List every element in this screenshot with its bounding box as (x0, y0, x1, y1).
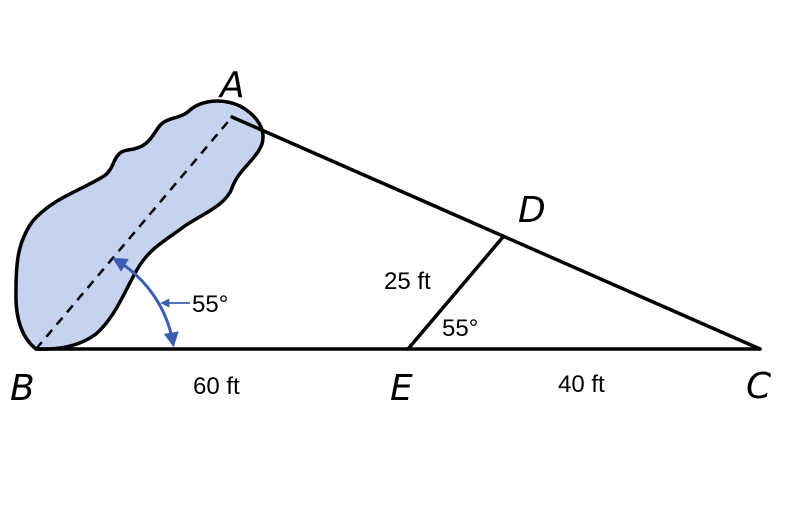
length-label-de: 25 ft (384, 268, 431, 295)
vertex-label-e: E (390, 368, 413, 409)
vertex-label-c: C (746, 366, 772, 407)
length-label-be: 60 ft (193, 373, 240, 400)
angle-label-e: 55° (442, 315, 478, 342)
vertex-label-d: D (518, 190, 546, 231)
dashed-line-ab (35, 116, 233, 350)
vertex-label-b: B (10, 368, 35, 409)
angle-label-b: 55° (192, 291, 228, 318)
length-label-ec: 40 ft (558, 371, 605, 398)
segment-ac (230, 115, 762, 351)
segment-de (406, 235, 505, 351)
angle-b-arc (112, 257, 179, 348)
vertex-label-a: A (218, 65, 245, 106)
